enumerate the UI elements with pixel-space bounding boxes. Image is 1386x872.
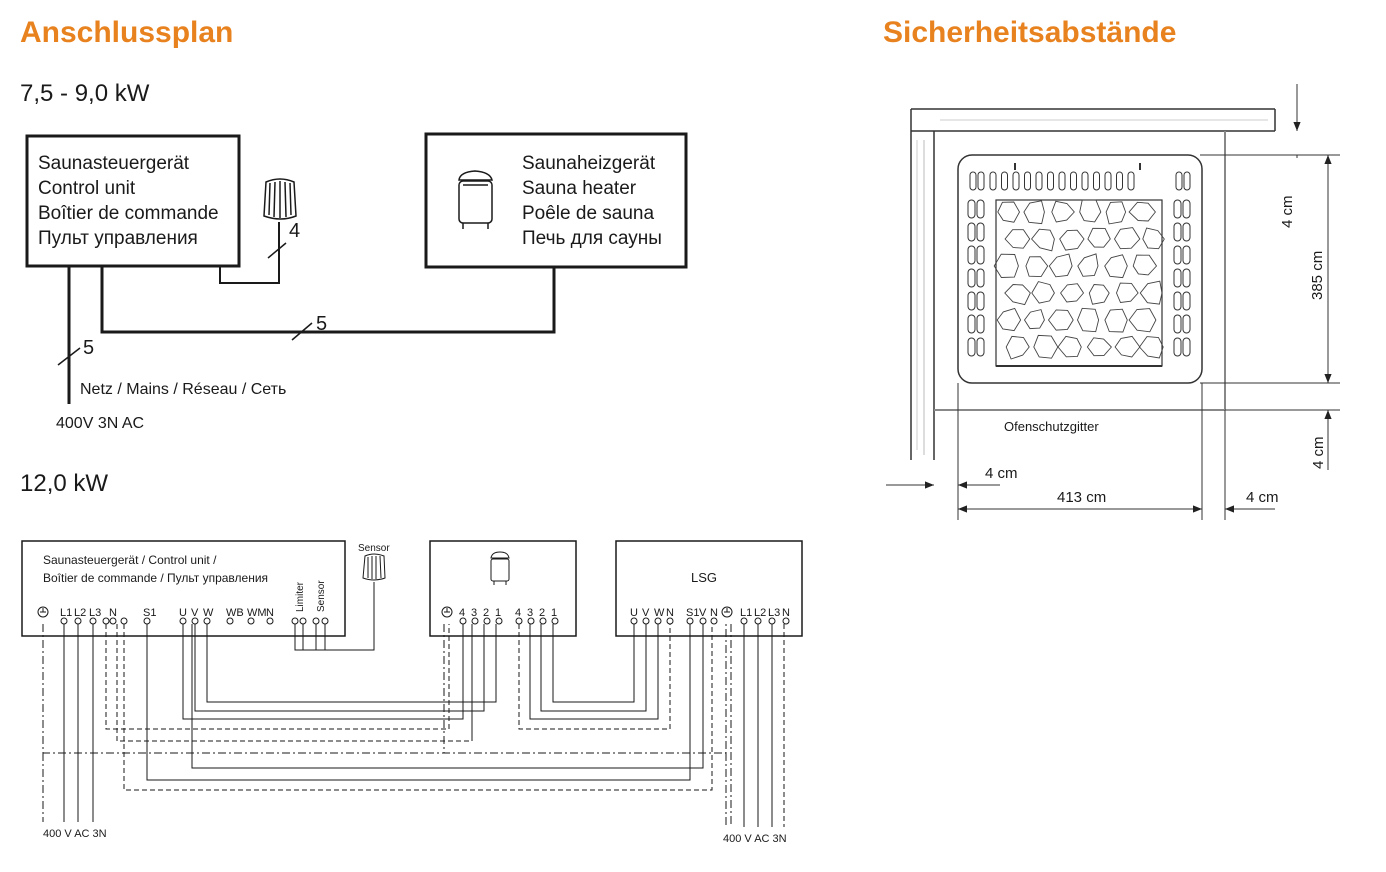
heater-label-4: Печь для сауны	[522, 228, 662, 249]
control-terminal-label: WM	[247, 607, 267, 619]
dim-width-label: 413 cm	[1057, 489, 1106, 506]
heater-a-terminal-label: 4	[459, 607, 465, 619]
voltage-label-right: 400 V AC 3N	[723, 833, 787, 845]
limiter-label: Limiter	[295, 581, 306, 612]
title-anschlussplan: Anschlussplan	[20, 16, 234, 49]
sensor-terminal-label: Sensor	[316, 580, 327, 612]
control-terminal	[226, 617, 234, 625]
heater-cable-count: 5	[316, 313, 327, 335]
control-terminal-label: WB	[226, 607, 244, 619]
dim-top-label: 4 cm	[1279, 195, 1296, 228]
subtitle-power-2: 12,0 kW	[20, 470, 109, 497]
sensor-icon	[263, 178, 297, 220]
heater-a-terminal	[483, 617, 491, 625]
control-unit-label-3: Boîtier de commande	[38, 203, 219, 224]
diagram-1	[25, 132, 688, 404]
safety-drawing	[886, 84, 1340, 520]
heater-b-terminal	[539, 617, 547, 625]
control-terminal-label: U	[179, 607, 187, 619]
control-terminal-label: L1	[60, 607, 72, 619]
sensor-cable-count: 4	[289, 220, 300, 242]
heater-label-1: Saunaheizgerät	[522, 153, 656, 174]
control-terminal	[109, 617, 117, 625]
heater-a-terminal-label: 3	[471, 607, 477, 619]
mains-label: Netz / Mains / Réseau / Сеть	[80, 381, 286, 398]
heater-b-terminal-label: 1	[551, 607, 557, 619]
control-terminal-label: N	[109, 607, 117, 619]
control-unit-labels: Saunasteuergerät Control unit Boîtier de…	[38, 153, 219, 249]
heater-b-terminal-label: 3	[527, 607, 533, 619]
control-terminal-label: L3	[89, 607, 101, 619]
heater-2-box	[429, 540, 577, 637]
mains-cable-count: 5	[83, 337, 94, 359]
heater-b-terminal-label: 4	[515, 607, 521, 619]
sauna-heater-box	[424, 132, 688, 269]
limiter-terminal	[291, 617, 299, 625]
sensor-2-icon	[362, 553, 386, 581]
lsg-terminal-label: N	[782, 607, 790, 619]
safety-labels: 4 cm 385 cm 4 cm 4 cm 413 cm 4 cm Ofensc…	[985, 195, 1327, 506]
lsg-box	[615, 540, 803, 637]
lsg-terminal-label: N	[666, 607, 674, 619]
heater-labels: Saunaheizgerät Sauna heater Poêle de sau…	[522, 153, 662, 249]
heater-b-terminal	[527, 617, 535, 625]
control-unit-label-4: Пульт управления	[38, 228, 198, 249]
lsg-terminal-label: L1	[740, 607, 752, 619]
dim-left-label: 4 cm	[985, 465, 1018, 482]
control-terminal-label: W	[203, 607, 214, 619]
heater-label-2: Sauna heater	[522, 178, 637, 199]
diagram-2	[21, 540, 803, 827]
lsg-label: LSG	[691, 570, 717, 585]
sensor-terminal	[321, 617, 329, 625]
control-unit-label-1: Saunasteuergerät	[38, 153, 190, 174]
control-unit-label-2: Control unit	[38, 178, 136, 199]
control-unit-2-label-2: Boîtier de commande / Пульт управления	[43, 571, 268, 585]
lsg-terminal-label: V	[699, 607, 707, 619]
control-terminal	[266, 617, 274, 625]
control-unit-2-label-1: Saunasteuergerät / Control unit /	[43, 553, 217, 567]
heater-a-terminal-label: 2	[483, 607, 489, 619]
heater-a-terminal	[471, 617, 479, 625]
lsg-terminal	[782, 617, 790, 625]
title-sicherheitsabstaende: Sicherheitsabstände	[883, 16, 1177, 49]
lsg-terminal-label: L3	[768, 607, 780, 619]
heater-a-terminal-label: 1	[495, 607, 501, 619]
lsg-terminal-label: W	[654, 607, 665, 619]
heater-b-terminal-label: 2	[539, 607, 545, 619]
sensor-terminal	[312, 617, 320, 625]
guard-label: Ofenschutzgitter	[1004, 419, 1099, 434]
voltage-label-left: 400 V AC 3N	[43, 828, 107, 840]
heater-label-3: Poêle de sauna	[522, 203, 654, 224]
dim-height-label: 385 cm	[1309, 251, 1326, 300]
lsg-terminal-label: S1	[686, 607, 699, 619]
lsg-terminal-label: N	[710, 607, 718, 619]
dim-bottom-label: 4 cm	[1310, 436, 1327, 469]
heater-icon	[458, 170, 493, 229]
voltage-label-1: 400V 3N AC	[56, 415, 144, 432]
lsg-terminal	[710, 617, 718, 625]
control-terminal-label: S1	[143, 607, 156, 619]
lsg-terminal-label: V	[642, 607, 650, 619]
diagram-2-labels: Saunasteuergerät / Control unit / Boîtie…	[43, 543, 790, 845]
control-terminal-label: L2	[74, 607, 86, 619]
lsg-terminal-label: L2	[754, 607, 766, 619]
subtitle-power-1: 7,5 - 9,0 kW	[20, 80, 150, 107]
control-unit-box	[25, 134, 241, 268]
heater-b-terminal	[551, 617, 559, 625]
control-terminal-label: V	[191, 607, 199, 619]
lsg-terminal-label: U	[630, 607, 638, 619]
limiter-terminal	[299, 617, 307, 625]
control-terminal-label: N	[266, 607, 274, 619]
dim-right-label: 4 cm	[1246, 489, 1279, 506]
control-terminal	[247, 617, 255, 625]
heater-2-icon	[490, 551, 510, 585]
control-terminal	[120, 617, 128, 625]
heater-a-terminal	[495, 617, 503, 625]
sensor-2-label: Sensor	[358, 543, 390, 554]
